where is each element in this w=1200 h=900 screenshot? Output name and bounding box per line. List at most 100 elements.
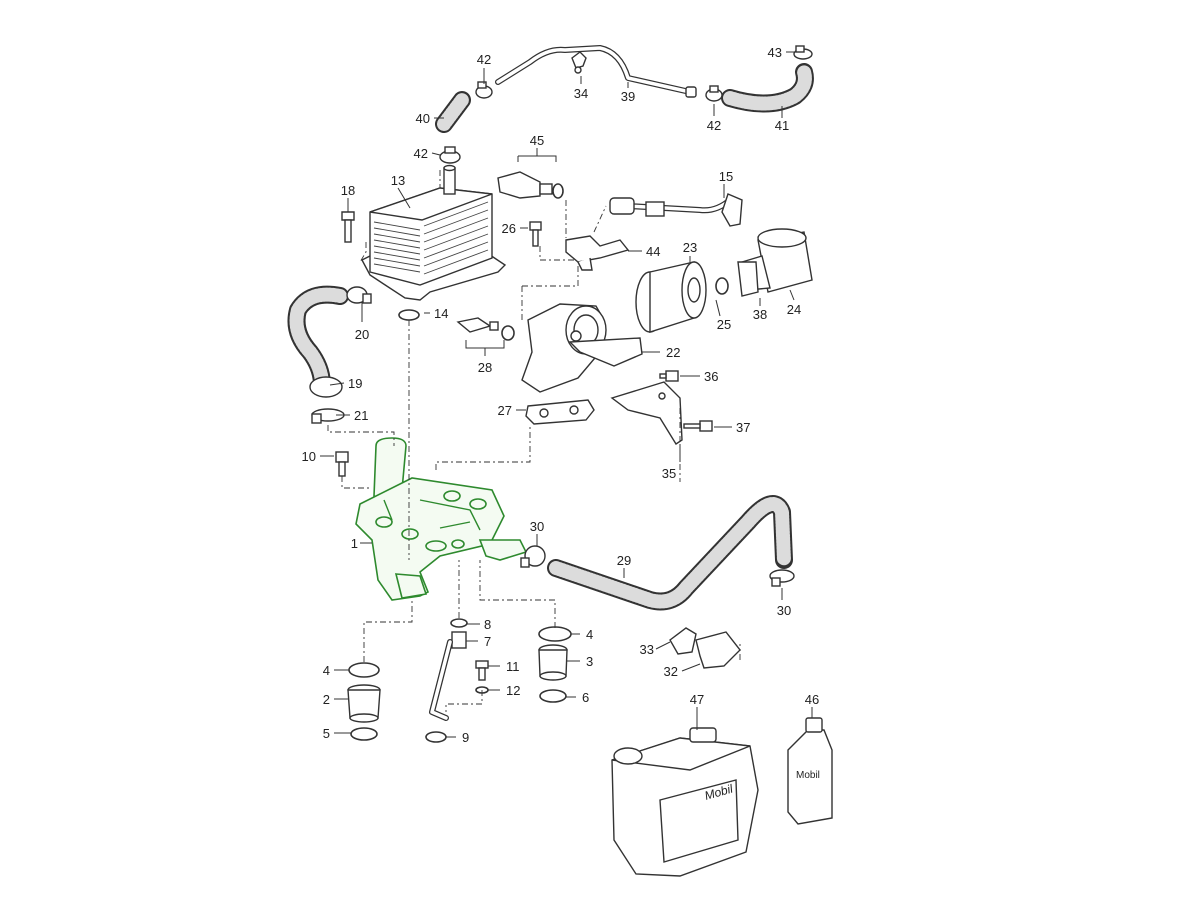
hose-19[interactable] bbox=[287, 285, 349, 398]
callout-29: 29 bbox=[617, 553, 631, 568]
callout-2: 2 bbox=[323, 692, 330, 707]
callout-35: 35 bbox=[662, 466, 676, 481]
callout-42-top-left: 42 bbox=[477, 52, 491, 67]
bottle-brand: Mobil bbox=[796, 770, 820, 781]
o-ring-8[interactable] bbox=[450, 618, 468, 628]
gasket-27[interactable] bbox=[525, 399, 595, 425]
fitting-3[interactable] bbox=[538, 644, 568, 681]
oil-distribution-housing-1[interactable] bbox=[355, 437, 528, 601]
leader-lines bbox=[320, 51, 813, 738]
callout-39: 39 bbox=[621, 89, 635, 104]
o-ring-6[interactable] bbox=[539, 689, 567, 703]
bracket-35[interactable] bbox=[610, 381, 683, 445]
callout-32: 32 bbox=[664, 664, 678, 679]
bolt-26[interactable] bbox=[529, 221, 542, 247]
clip-33[interactable] bbox=[669, 627, 697, 655]
clamp-30-left[interactable] bbox=[520, 545, 546, 568]
callout-8: 8 bbox=[484, 617, 491, 632]
oil-pipe[interactable] bbox=[429, 639, 453, 721]
callout-42-top-right: 42 bbox=[707, 118, 721, 133]
callout-37: 37 bbox=[736, 420, 750, 435]
vent-tube-39[interactable] bbox=[495, 45, 697, 98]
callout-19: 19 bbox=[348, 376, 362, 391]
hose-40[interactable] bbox=[435, 91, 471, 133]
callout-45: 45 bbox=[530, 133, 544, 148]
callout-27: 27 bbox=[498, 403, 512, 418]
callout-28: 28 bbox=[478, 360, 492, 375]
callout-6: 6 bbox=[582, 690, 589, 705]
callout-20: 20 bbox=[355, 327, 369, 342]
fitting-44[interactable] bbox=[565, 235, 630, 271]
callout-22: 22 bbox=[666, 345, 680, 360]
oil-bottle-46[interactable]: Mobil bbox=[787, 717, 833, 825]
callout-18: 18 bbox=[341, 183, 355, 198]
callout-14: 14 bbox=[434, 306, 448, 321]
hose-29[interactable] bbox=[547, 495, 793, 611]
callout-15: 15 bbox=[719, 169, 733, 184]
callout-labels: 1 2 3 4 4 5 6 7 8 9 10 11 12 13 14 15 18… bbox=[302, 45, 820, 745]
clamp-42-top-left[interactable] bbox=[475, 81, 493, 99]
callout-42-mid: 42 bbox=[414, 146, 428, 161]
clamp-21[interactable] bbox=[311, 408, 345, 424]
fitting-2[interactable] bbox=[347, 684, 381, 723]
callout-33: 33 bbox=[640, 642, 654, 657]
oil-canister-47[interactable]: Mobil bbox=[611, 727, 759, 877]
clamp-42-mid[interactable] bbox=[439, 146, 461, 164]
hose-41[interactable] bbox=[721, 63, 814, 113]
fitting-7[interactable] bbox=[451, 631, 467, 649]
clip-34[interactable] bbox=[571, 51, 587, 74]
screw-11[interactable] bbox=[475, 660, 489, 681]
clip-32[interactable] bbox=[695, 631, 741, 669]
callout-1: 1 bbox=[351, 536, 358, 551]
callout-9: 9 bbox=[462, 730, 469, 745]
callout-43: 43 bbox=[768, 45, 782, 60]
callout-38: 38 bbox=[753, 307, 767, 322]
filter-housing-22[interactable] bbox=[521, 303, 643, 393]
callout-25: 25 bbox=[717, 317, 731, 332]
bolt-18[interactable] bbox=[341, 211, 355, 243]
callout-24: 24 bbox=[787, 302, 801, 317]
callout-40: 40 bbox=[416, 111, 430, 126]
callout-4-right: 4 bbox=[586, 627, 593, 642]
o-ring-4-right[interactable] bbox=[538, 626, 572, 642]
callout-5: 5 bbox=[323, 726, 330, 741]
valve-38[interactable] bbox=[737, 261, 759, 297]
callout-11: 11 bbox=[506, 659, 520, 674]
callout-21: 21 bbox=[354, 408, 368, 423]
o-ring-5[interactable] bbox=[350, 727, 378, 741]
callout-12: 12 bbox=[506, 683, 520, 698]
clamp-30-right[interactable] bbox=[769, 569, 795, 587]
callout-4-left: 4 bbox=[323, 663, 330, 678]
bolt-37[interactable] bbox=[683, 420, 713, 432]
assembly-lines bbox=[327, 170, 741, 712]
bolt-10[interactable] bbox=[335, 451, 349, 477]
callout-7: 7 bbox=[484, 634, 491, 649]
callout-13: 13 bbox=[391, 173, 405, 188]
callout-46: 46 bbox=[805, 692, 819, 707]
callout-30-left: 30 bbox=[530, 519, 544, 534]
filter-cap-24[interactable] bbox=[741, 228, 813, 293]
o-ring-25[interactable] bbox=[715, 277, 729, 295]
pressure-switch-45[interactable] bbox=[497, 171, 564, 199]
clamp-20[interactable] bbox=[346, 286, 372, 304]
callout-3: 3 bbox=[586, 654, 593, 669]
callout-36: 36 bbox=[704, 369, 718, 384]
callout-30-right: 30 bbox=[777, 603, 791, 618]
clamp-43[interactable] bbox=[793, 45, 813, 60]
callout-10: 10 bbox=[302, 449, 316, 464]
callout-34: 34 bbox=[574, 86, 588, 101]
bolt-36[interactable] bbox=[659, 370, 679, 382]
callout-26: 26 bbox=[502, 221, 516, 236]
o-ring-4-left[interactable] bbox=[348, 662, 380, 678]
callout-44: 44 bbox=[646, 244, 660, 259]
o-ring-14[interactable] bbox=[398, 309, 420, 321]
filter-element-23[interactable] bbox=[635, 261, 707, 333]
sensor-28[interactable] bbox=[456, 317, 515, 341]
clamp-42-top-right[interactable] bbox=[705, 85, 723, 102]
o-ring-9[interactable] bbox=[425, 731, 447, 743]
oil-cooler-13[interactable] bbox=[361, 164, 507, 301]
callout-47: 47 bbox=[690, 692, 704, 707]
oil-line-15[interactable] bbox=[609, 193, 743, 227]
callout-41: 41 bbox=[775, 118, 789, 133]
